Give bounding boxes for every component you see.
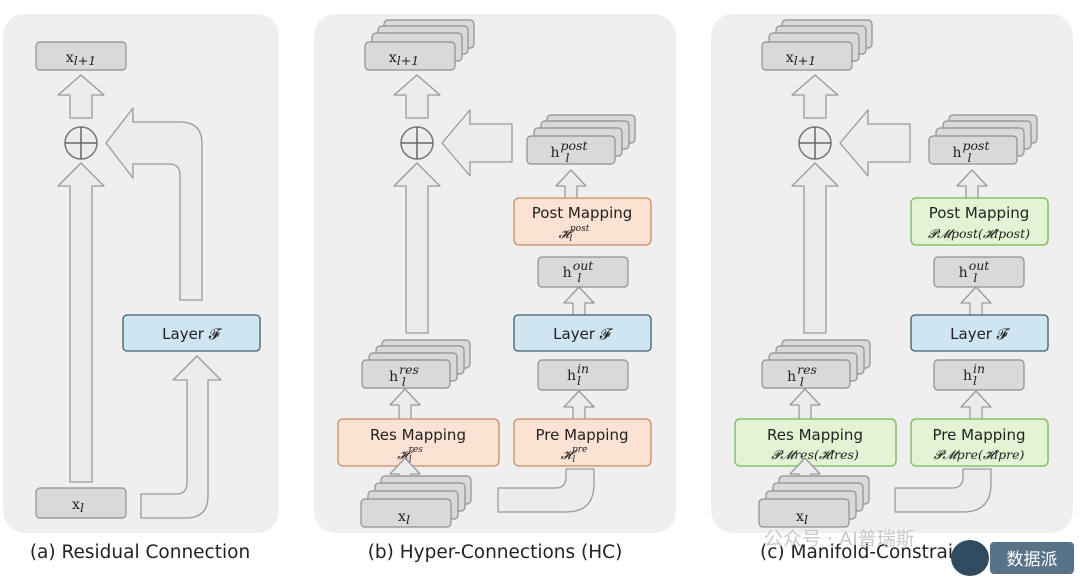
h-out-box: [933, 256, 1025, 288]
panel-background: [3, 14, 279, 533]
x-l-label: xl: [72, 497, 84, 515]
caption-residual: (a) Residual Connection: [30, 542, 250, 563]
x-l-plus-1-box: [35, 41, 127, 71]
x-l-box: [35, 487, 127, 519]
h-post-stack: [928, 114, 1038, 165]
layer-f-label: Layer 𝓕: [553, 325, 614, 343]
res-mapping-label: Res Mapping: [370, 426, 466, 444]
post-mapping-math: 𝓟𝓜post(𝓗lpost): [928, 226, 1030, 241]
post-arrow-left-icon: [839, 109, 911, 177]
h-post-stack: [526, 114, 636, 165]
pre-input-arrow-icon: [894, 468, 992, 513]
layer-f-label: Layer 𝓕: [950, 325, 1011, 343]
layer-f-box: [122, 314, 261, 352]
x-l-plus-1-label: xl+1: [66, 50, 96, 68]
x-l-plus-1-stack: [364, 19, 475, 71]
x-l-stack: [360, 475, 472, 528]
caption-manifold-constrained: (c) Manifold-Constraine: [760, 542, 976, 563]
arrow-up-icon: [57, 74, 105, 119]
x-l-label: xl: [398, 509, 410, 527]
res-mapping-label: Res Mapping: [767, 426, 863, 444]
layer-input-arrow-icon: [140, 355, 222, 519]
watermark-logo-icon: [951, 540, 989, 576]
h-res-stack: [361, 339, 471, 389]
layer-output-arrow-icon: [105, 107, 203, 301]
post-mapping-label: Post Mapping: [532, 204, 633, 222]
h-out-box: [537, 256, 629, 288]
pre-input-arrow-icon: [497, 468, 595, 513]
post-arrow-left-icon: [441, 109, 513, 177]
post-mapping-box: [513, 197, 652, 246]
arrow-up-icon: [791, 74, 839, 119]
pre-mapping-label: Pre Mapping: [933, 426, 1026, 444]
x-l-stack: [758, 475, 870, 528]
h-res-stack: [761, 339, 871, 389]
panel-residual: xl+1 xl Layer 𝓕 (a) Residual Connection: [3, 14, 279, 563]
x-l-plus-1-label: xl+1: [389, 50, 419, 68]
arrow-up-icon: [393, 74, 441, 119]
residual-stream-arrow-icon: [393, 162, 441, 334]
h-in-box: [537, 359, 629, 391]
x-l-plus-1-stack: [761, 19, 873, 71]
res-mapping-box: [734, 418, 897, 467]
post-mapping-box: [910, 197, 1049, 246]
x-l-plus-1-label: xl+1: [786, 50, 816, 68]
caption-hyper-connections: (b) Hyper-Connections (HC): [368, 542, 623, 563]
watermark-badge: 数据派: [951, 540, 1074, 576]
pre-mapping-box: [513, 418, 652, 467]
layer-f-label: Layer 𝓕: [162, 325, 223, 343]
x-l-label: xl: [796, 509, 808, 527]
pre-mapping-math: 𝓟𝓜pre(𝓗lpre): [934, 447, 1025, 462]
residual-stream-arrow-icon: [57, 162, 105, 483]
res-mapping-math: 𝓟𝓜res(𝓗lres): [771, 447, 859, 462]
layer-f-box: [910, 314, 1049, 352]
watermark-text: 公众号 · AI普瑞斯: [764, 528, 915, 550]
watermark-badge-text: 数据派: [1007, 550, 1058, 570]
h-in-box: [933, 359, 1025, 391]
pre-mapping-label: Pre Mapping: [536, 426, 629, 444]
residual-stream-arrow-icon: [791, 162, 839, 334]
post-mapping-label: Post Mapping: [929, 204, 1030, 222]
layer-f-box: [513, 314, 652, 352]
res-mapping-box: [337, 418, 500, 467]
pre-mapping-box: [910, 418, 1049, 467]
